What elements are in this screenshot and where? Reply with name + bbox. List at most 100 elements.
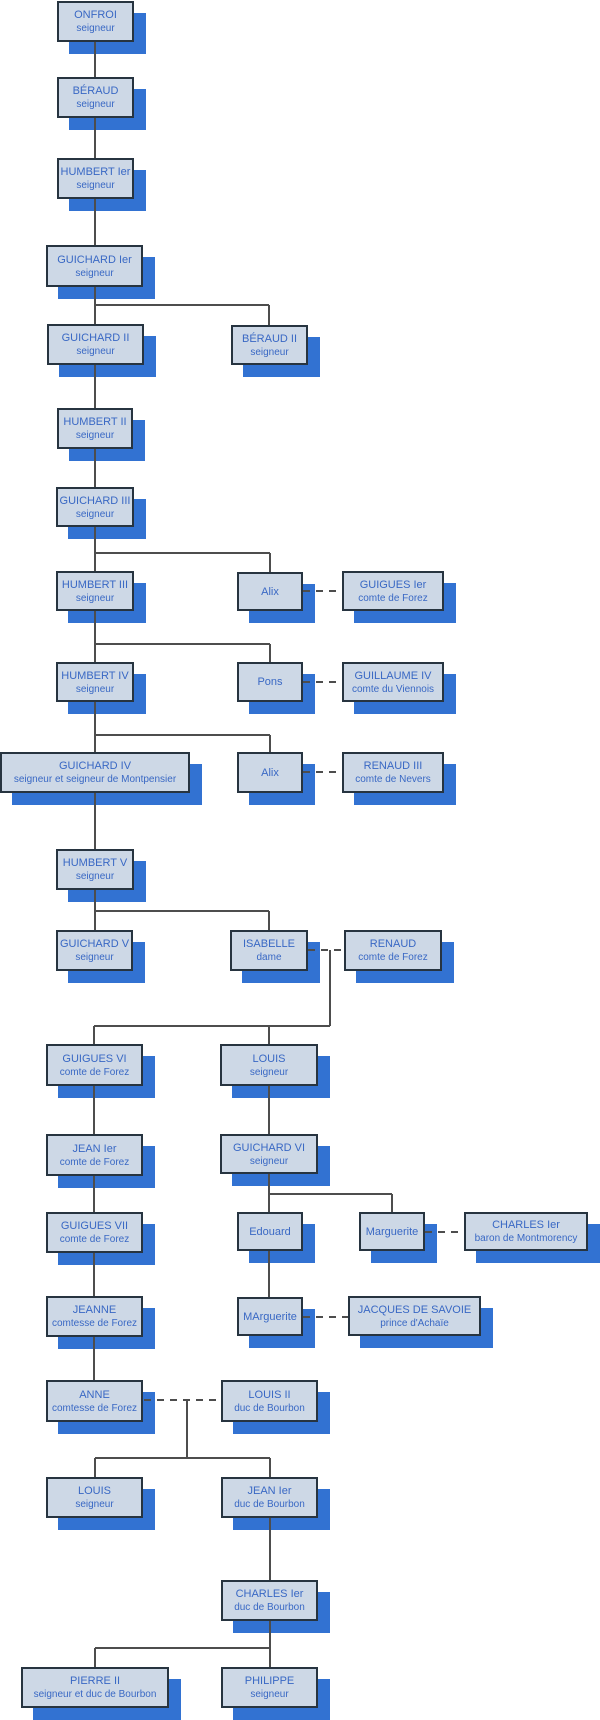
person-title: seigneur	[76, 346, 115, 357]
person-name: HUMBERT III	[61, 578, 129, 591]
person-title: prince d'Achaïe	[380, 1317, 449, 1329]
person-name: MArguerite	[243, 1310, 297, 1323]
person-node[interactable]: RENAUD comte de Forez	[344, 930, 442, 971]
person-title: seigneur	[75, 592, 115, 604]
person-node[interactable]: Edouard	[237, 1212, 303, 1251]
person-name: LOUIS	[77, 1485, 111, 1497]
person-title: comte de Forez	[358, 952, 428, 963]
person-name: HUMBERT II	[63, 416, 127, 428]
person-title: comte de Forez	[59, 1234, 130, 1245]
person-node[interactable]: GUICHARD II seigneur	[47, 324, 144, 365]
person-name: ISABELLE	[243, 938, 295, 950]
person-name: BÉRAUD II	[241, 332, 297, 345]
person-node[interactable]: MArguerite	[237, 1297, 303, 1336]
person-title: baron de Montmorency	[474, 1233, 578, 1244]
person-name: HUMBERT V	[62, 857, 128, 869]
person-name: PIERRE II	[69, 1675, 121, 1687]
person-name: GUICHARD Ier	[57, 253, 132, 266]
person-node[interactable]: Pons	[237, 662, 303, 702]
person-name: JEAN Ier	[247, 1485, 292, 1497]
person-name: Pons	[257, 676, 283, 688]
person-name: GUIGUES Ier	[359, 578, 427, 591]
person-name: RENAUD	[369, 938, 417, 950]
person-name: GUICHARD VI	[232, 1141, 306, 1154]
person-node[interactable]: PHILIPPE seigneur	[221, 1667, 318, 1708]
person-name: Alix	[261, 766, 279, 779]
person-name: HUMBERT Ier	[60, 166, 131, 178]
person-node[interactable]: Alix	[237, 752, 303, 793]
person-title: seigneur	[76, 23, 115, 34]
person-title: seigneur	[75, 871, 115, 882]
person-name: Marguerite	[365, 1225, 419, 1238]
person-name: Alix	[261, 585, 279, 598]
person-name: CHARLES Ier	[235, 1588, 304, 1600]
person-name: ANNE	[79, 1388, 110, 1401]
person-title: duc de Bourbon	[234, 1402, 305, 1414]
person-name: Edouard	[249, 1225, 291, 1238]
person-name: GUICHARD IV	[58, 760, 132, 772]
person-node[interactable]: JEANNE comtesse de Forez	[46, 1296, 143, 1337]
person-name: RENAUD III	[363, 760, 423, 772]
person-title: comte de Forez	[59, 1156, 130, 1168]
person-node[interactable]: CHARLES Ier baron de Montmorency	[464, 1212, 588, 1251]
person-node[interactable]: HUMBERT Ier seigneur	[57, 158, 134, 199]
person-name: PHILIPPE	[244, 1675, 295, 1687]
person-title: duc de Bourbon	[234, 1602, 305, 1613]
person-name: GUIGUES VI	[62, 1052, 127, 1065]
person-node[interactable]: HUMBERT II seigneur	[57, 408, 133, 449]
person-title: seigneur	[76, 99, 115, 110]
person-title: comte de Forez	[59, 1066, 130, 1078]
person-name: CHARLES Ier	[492, 1219, 560, 1231]
person-name: JACQUES DE SAVOIE	[357, 1303, 472, 1316]
person-name: JEANNE	[72, 1304, 117, 1316]
person-name: HUMBERT IV	[61, 669, 129, 682]
person-title: comte de Nevers	[355, 774, 431, 785]
person-node[interactable]: RENAUD III comte de Nevers	[342, 752, 444, 793]
person-node[interactable]: CHARLES Ier duc de Bourbon	[221, 1580, 318, 1621]
person-title: comtesse de Forez	[51, 1318, 138, 1329]
person-title: seigneur	[75, 683, 115, 695]
person-title: seigneur	[250, 346, 289, 358]
person-title: seigneur	[76, 180, 115, 191]
person-node[interactable]: GUICHARD IV seigneur et seigneur de Montp…	[0, 752, 190, 793]
person-title: seigneur	[75, 430, 115, 441]
person-name: LOUIS	[252, 1052, 286, 1065]
person-title: seigneur	[249, 1066, 289, 1078]
person-title: seigneur	[75, 267, 114, 279]
person-node[interactable]: Marguerite	[359, 1212, 425, 1251]
person-node[interactable]: Alix	[237, 572, 303, 611]
person-name: GUILLAUME IV	[354, 669, 432, 682]
person-title: seigneur	[249, 1155, 289, 1167]
person-title: seigneur	[75, 508, 115, 520]
person-title: comte du Viennois	[351, 683, 435, 695]
person-node[interactable]: HUMBERT V seigneur	[56, 849, 134, 890]
person-name: GUICHARD II	[61, 332, 130, 344]
person-title: seigneur et seigneur de Montpensier	[13, 774, 177, 785]
person-title: seigneur	[250, 1689, 289, 1700]
person-title: seigneur	[75, 952, 114, 963]
